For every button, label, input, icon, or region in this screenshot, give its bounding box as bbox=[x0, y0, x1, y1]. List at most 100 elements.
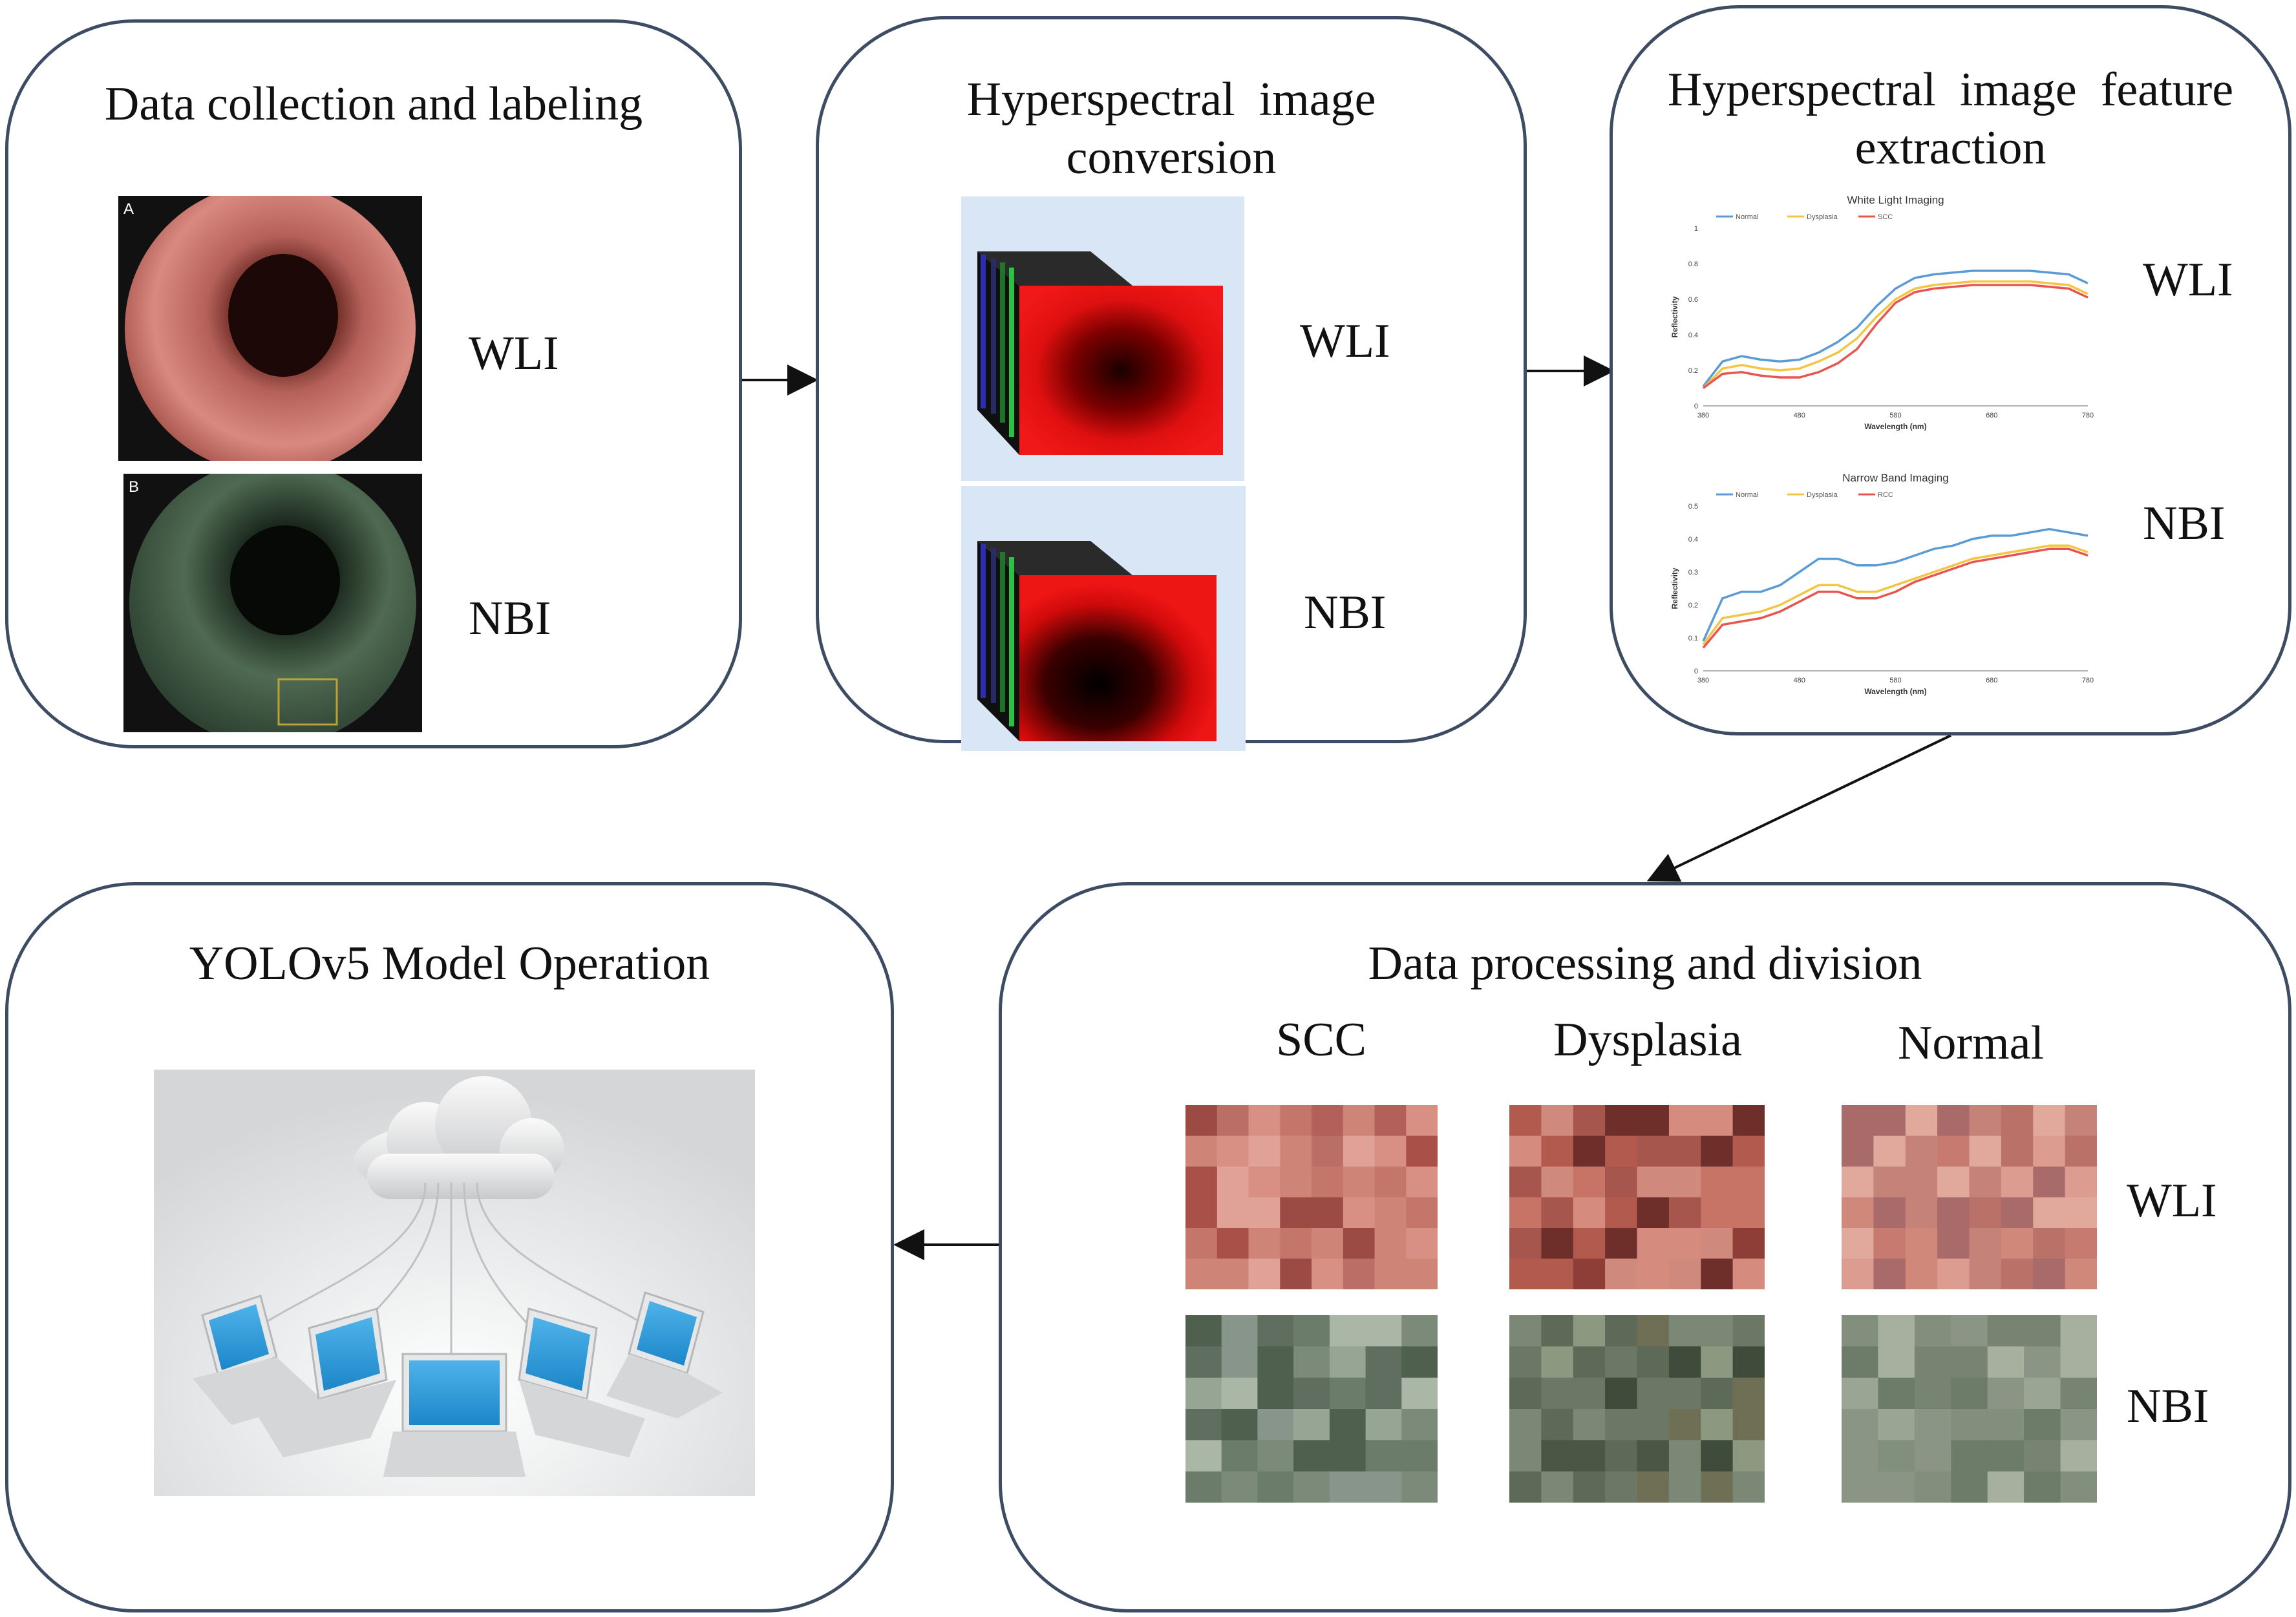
mosaic-tile bbox=[1937, 1136, 1970, 1167]
mosaic-tile bbox=[1248, 1167, 1281, 1198]
mosaic-tile bbox=[1668, 1346, 1701, 1379]
mosaic-tile bbox=[1257, 1315, 1294, 1347]
mosaic-tile bbox=[2001, 1167, 2034, 1198]
mosaic-tile bbox=[1842, 1105, 1874, 1137]
x-axis-label: Wavelength (nm) bbox=[1864, 422, 1926, 431]
mosaic-tile bbox=[2024, 1409, 2061, 1441]
mosaic-tile bbox=[1217, 1197, 1249, 1229]
mosaic-tile bbox=[1842, 1197, 1874, 1229]
mosaic-tile bbox=[1732, 1440, 1765, 1472]
mosaic-tile bbox=[1842, 1377, 1878, 1410]
mosaic-tile bbox=[1637, 1315, 1670, 1347]
mosaic-tile bbox=[1406, 1167, 1438, 1198]
mosaic-tile bbox=[1221, 1315, 1258, 1347]
mosaic-tile bbox=[1914, 1315, 1951, 1347]
mosaic-tile bbox=[1668, 1377, 1701, 1410]
mosaic-tile bbox=[1509, 1440, 1542, 1472]
mosaic-tile bbox=[1257, 1346, 1294, 1379]
image-tag-a: A bbox=[123, 200, 134, 218]
mosaic-tile bbox=[1905, 1197, 1938, 1229]
mosaic-tile bbox=[1914, 1377, 1951, 1410]
y-tick-label: 0.4 bbox=[1688, 536, 1698, 544]
mosaic-tile bbox=[1573, 1409, 1606, 1441]
series-line-dysplasia bbox=[1702, 544, 2089, 646]
mosaic-tile bbox=[1406, 1105, 1438, 1137]
mosaic-tile bbox=[1878, 1471, 1915, 1503]
series-line-dysplasia bbox=[1702, 280, 2089, 389]
mosaic-tile bbox=[2024, 1471, 2061, 1503]
mosaic-tile bbox=[1541, 1471, 1574, 1503]
mosaic-tile bbox=[1969, 1228, 2002, 1260]
x-tick-label: 580 bbox=[1889, 412, 1901, 419]
mosaic-tile bbox=[1185, 1228, 1218, 1260]
mosaic-tile bbox=[1248, 1197, 1281, 1229]
mosaic-tile bbox=[1401, 1440, 1438, 1472]
mosaic-tile bbox=[1969, 1167, 2002, 1198]
mosaic-tile bbox=[1605, 1228, 1638, 1260]
mosaic-tile bbox=[1221, 1471, 1258, 1503]
mosaic-tile bbox=[2024, 1346, 2061, 1379]
x-tick-label: 780 bbox=[2082, 677, 2094, 684]
mosaic-tile bbox=[1541, 1105, 1574, 1137]
mosaic-tile bbox=[1312, 1258, 1344, 1289]
mosaic-tile bbox=[2065, 1105, 2097, 1137]
legend-label: Dysplasia bbox=[1807, 491, 1838, 499]
mosaic-dysplasia-wli bbox=[1509, 1105, 1765, 1289]
mosaic-tile bbox=[1637, 1167, 1670, 1198]
image-tag-b: B bbox=[129, 478, 139, 496]
y-axis-label: Reflectivity bbox=[1670, 296, 1679, 337]
mosaic-tile bbox=[1343, 1228, 1376, 1260]
mosaic-tile bbox=[1914, 1346, 1951, 1379]
mosaic-tile bbox=[1732, 1471, 1765, 1503]
mosaic-tile bbox=[1668, 1136, 1701, 1167]
mosaic-tile bbox=[1312, 1136, 1344, 1167]
mosaic-tile bbox=[1374, 1197, 1407, 1229]
mosaic-tile bbox=[1905, 1167, 1938, 1198]
mosaic-tile bbox=[1257, 1377, 1294, 1410]
mosaic-tile bbox=[1573, 1228, 1606, 1260]
mosaic-tile bbox=[1637, 1197, 1670, 1229]
y-tick-label: 1 bbox=[1694, 225, 1698, 233]
mosaic-tile bbox=[1329, 1377, 1366, 1410]
mosaic-tile bbox=[1605, 1258, 1638, 1289]
x-tick-label: 480 bbox=[1794, 677, 1805, 684]
mosaic-tile bbox=[1573, 1440, 1606, 1472]
series-line-scc bbox=[1702, 284, 2089, 389]
mosaic-tile bbox=[1374, 1228, 1407, 1260]
y-tick-label: 0.1 bbox=[1688, 635, 1698, 642]
mosaic-tile bbox=[1732, 1258, 1765, 1289]
mosaic-tile bbox=[1343, 1105, 1376, 1137]
mosaic-tile bbox=[1248, 1105, 1281, 1137]
mosaic-tile bbox=[2065, 1228, 2097, 1260]
mosaic-tile bbox=[1217, 1228, 1249, 1260]
mosaic-tile bbox=[1668, 1167, 1701, 1198]
label-nbi: NBI bbox=[1304, 586, 1387, 639]
mosaic-tile bbox=[1605, 1409, 1638, 1441]
mosaic-tile bbox=[1573, 1346, 1606, 1379]
mosaic-tile bbox=[1541, 1167, 1574, 1198]
mosaic-tile bbox=[1185, 1136, 1218, 1167]
mosaic-tile bbox=[1509, 1258, 1542, 1289]
mosaic-tile bbox=[2033, 1197, 2066, 1229]
mosaic-tile bbox=[1217, 1167, 1249, 1198]
mosaic-tile bbox=[1987, 1471, 2025, 1503]
mosaic-tile bbox=[1185, 1471, 1222, 1503]
mosaic-tile bbox=[1406, 1228, 1438, 1260]
mosaic-tile bbox=[1987, 1377, 2025, 1410]
mosaic-tile bbox=[1914, 1440, 1951, 1472]
mosaic-dysplasia-nbi bbox=[1509, 1315, 1765, 1503]
mosaic-tile bbox=[2060, 1346, 2097, 1379]
mosaic-tile bbox=[1509, 1136, 1542, 1167]
mosaic-tile bbox=[1257, 1471, 1294, 1503]
mosaic-tile bbox=[1732, 1197, 1765, 1229]
mosaic-tile bbox=[2001, 1136, 2034, 1167]
mosaic-tile bbox=[1541, 1377, 1574, 1410]
mosaic-tile bbox=[1374, 1167, 1407, 1198]
legend-label: SCC bbox=[1878, 213, 1893, 221]
mosaic-tile bbox=[1905, 1136, 1938, 1167]
mosaic-tile bbox=[1842, 1346, 1878, 1379]
mosaic-tile bbox=[1185, 1197, 1218, 1229]
mosaic-tile bbox=[2060, 1471, 2097, 1503]
label-wli: WLI bbox=[2127, 1174, 2217, 1227]
